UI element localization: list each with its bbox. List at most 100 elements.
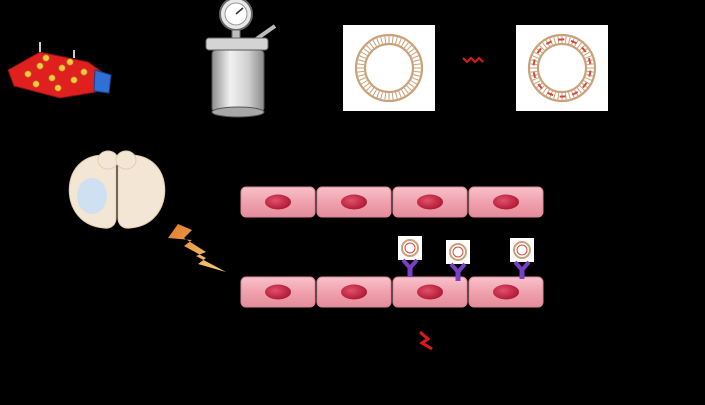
cell-nucleus <box>493 194 519 210</box>
flask-dot <box>36 62 44 70</box>
lipid-tail <box>394 36 398 44</box>
lipid-tail <box>564 36 567 44</box>
bound-vesicle <box>513 241 531 259</box>
lightning-icon <box>168 224 226 272</box>
ligand-mark <box>537 83 543 90</box>
lipid-tail <box>363 48 370 54</box>
lipid-tail <box>369 87 375 94</box>
lipid-tail <box>401 89 406 96</box>
endothelial-cell-icon <box>240 186 544 308</box>
ligand-mark <box>545 40 553 45</box>
lipid-tail <box>583 51 590 56</box>
lipid-tail <box>576 42 582 49</box>
lipid-tail <box>530 70 538 73</box>
flask-cell-dots <box>24 54 88 92</box>
receptor-stem <box>519 268 525 279</box>
ligand-mark <box>582 82 588 89</box>
lipid-tail <box>363 82 370 88</box>
vesicle-decorated-icon <box>516 25 608 111</box>
lipid-tail <box>413 59 421 63</box>
lipid-tail <box>359 55 367 59</box>
ligand-mark <box>588 70 592 77</box>
bound-vesicle <box>449 243 467 261</box>
lipid-tail <box>401 40 406 47</box>
lipid-tail <box>583 80 590 85</box>
lipid-tail <box>410 80 417 85</box>
vesicle-plain-icon <box>343 25 435 111</box>
lipid-tail <box>361 51 368 56</box>
lipid-tail <box>413 70 421 73</box>
surface-ligands <box>532 38 592 98</box>
flask-dot <box>24 70 32 78</box>
flask-dot <box>66 58 74 66</box>
lipid-tail <box>408 82 415 88</box>
lipid-tail <box>398 38 402 46</box>
lipid-tail <box>403 42 409 49</box>
cell-nucleus <box>493 284 519 300</box>
lipid-tail <box>557 92 560 100</box>
bound-vesicle-core <box>404 242 416 254</box>
lipid-tail <box>567 92 571 100</box>
lipid-tail <box>553 36 557 44</box>
lipid-tail <box>557 36 560 44</box>
lipid-tail <box>366 85 372 91</box>
receptor-stem <box>455 270 461 281</box>
lipid-tail <box>403 87 409 94</box>
bound-vesicle-core <box>516 244 528 256</box>
lipid-tail <box>584 55 592 59</box>
transfer-arrow-icon <box>462 56 484 64</box>
cell-nucleus <box>341 194 367 210</box>
lipid-tails <box>357 36 421 100</box>
ligand-mark <box>532 59 536 66</box>
bound-vesicle-core <box>452 246 464 258</box>
lipid-tail <box>542 42 548 49</box>
receptor-stem <box>407 266 413 277</box>
lipid-tail <box>584 77 592 81</box>
lipid-tail <box>532 55 540 59</box>
lipid-tail <box>372 40 377 47</box>
ligand-mark <box>581 46 587 53</box>
lipid-tail <box>391 92 394 100</box>
cell-nucleus <box>265 284 291 300</box>
ligand-mark <box>532 71 537 79</box>
lipid-tail <box>380 92 384 100</box>
cell-nucleus <box>265 194 291 210</box>
ligand-mark <box>570 39 577 45</box>
lipid-tail <box>394 92 398 100</box>
cell-nucleus <box>417 194 443 210</box>
flask-dot <box>48 74 56 82</box>
flask-dot <box>70 76 78 84</box>
lipid-tail <box>539 45 545 51</box>
lipid-tail <box>411 55 419 59</box>
lipid-tail <box>410 51 417 56</box>
lipid-tail <box>534 51 541 56</box>
flask-dot <box>58 64 66 72</box>
lipid-tail <box>398 90 402 98</box>
lipid-tail <box>391 36 394 44</box>
cell-nucleus <box>341 284 367 300</box>
lipid-tail <box>542 87 548 94</box>
lipid-tail <box>380 36 384 44</box>
lipid-tail <box>359 77 367 81</box>
red-marker-icon <box>419 330 433 351</box>
lipid-tail <box>532 77 540 81</box>
ligand-mark <box>536 47 542 54</box>
brain-icon <box>68 150 166 229</box>
lipid-tail <box>413 73 421 77</box>
lipid-tail <box>553 92 557 100</box>
lipid-tail <box>586 63 594 66</box>
lipid-tail <box>384 92 387 100</box>
lipid-tail <box>361 80 368 85</box>
lipid-tail <box>576 87 582 94</box>
lipid-tail <box>408 48 415 54</box>
receptor-icon <box>398 236 534 281</box>
ligand-mark <box>587 57 592 65</box>
lipid-tail <box>372 89 377 96</box>
lipid-tail <box>406 85 412 91</box>
lipid-tail <box>411 77 419 81</box>
lipid-tail <box>366 45 372 51</box>
flask-dot <box>80 68 88 76</box>
lipid-tail <box>357 70 365 73</box>
